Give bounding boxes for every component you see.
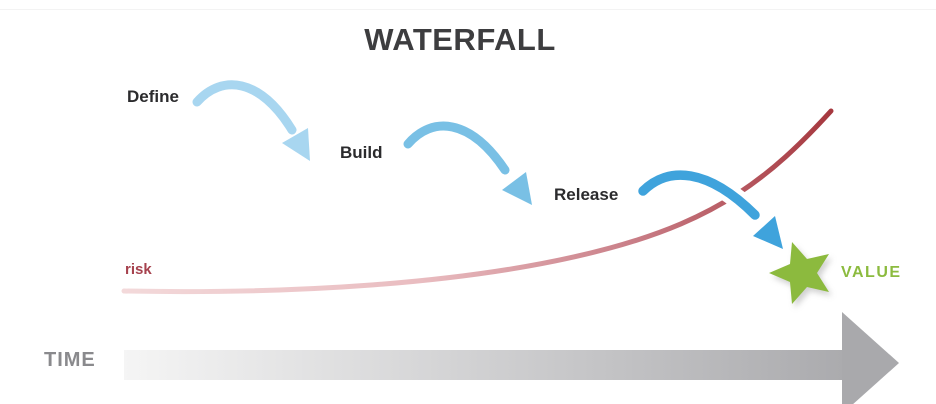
stage-label-define: Define <box>127 87 179 106</box>
risk-label: risk <box>125 261 152 278</box>
stage-label-release: Release <box>554 185 619 204</box>
top-edge-line <box>0 9 936 10</box>
time-arrow-shaft <box>124 350 842 380</box>
time-axis-label: TIME <box>44 349 96 371</box>
release-to-value-arrowhead-icon <box>753 216 783 249</box>
value-star-icon <box>769 242 829 304</box>
build-to-release-arrow <box>403 121 510 175</box>
time-arrow-head <box>842 312 899 404</box>
build-to-release-arrowhead-icon <box>502 172 532 205</box>
diagram-title: WATERFALL <box>364 22 556 57</box>
risk-curve <box>121 108 834 295</box>
define-to-build-arrowhead-icon <box>282 128 310 161</box>
define-to-build-arrow <box>192 80 297 135</box>
release-to-value-arrow <box>638 170 760 220</box>
stage-label-build: Build <box>340 143 383 162</box>
value-label: VALUE <box>841 264 902 281</box>
